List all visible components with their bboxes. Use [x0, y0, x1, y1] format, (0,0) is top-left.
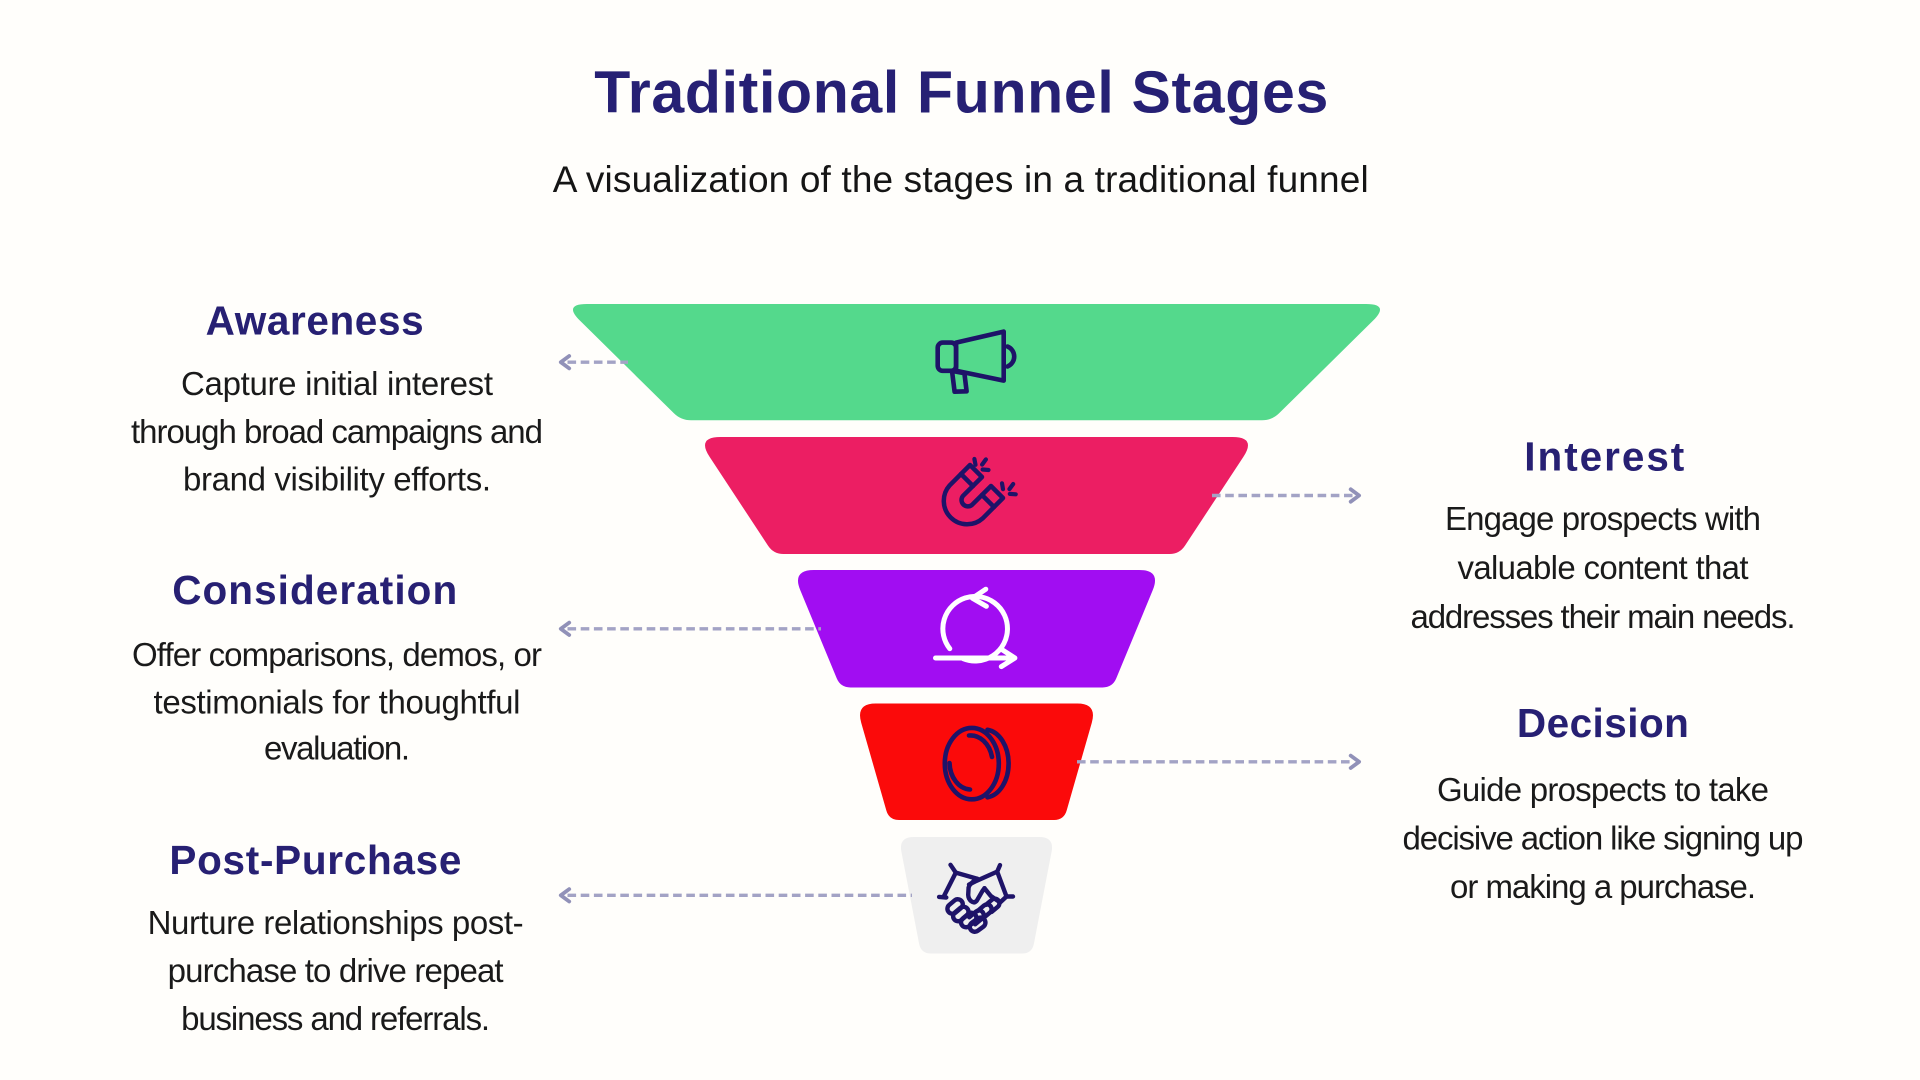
svg-text:brand visibility efforts.: brand visibility efforts. — [183, 461, 491, 498]
svg-text:Nurture relationships post-: Nurture relationships post- — [148, 904, 524, 941]
svg-text:Capture initial interest: Capture initial interest — [181, 365, 493, 402]
svg-text:Awareness: Awareness — [206, 298, 424, 344]
svg-text:decisive action like signing u: decisive action like signing up — [1403, 820, 1804, 857]
svg-text:Decision: Decision — [1517, 700, 1689, 746]
svg-text:addresses their main needs.: addresses their main needs. — [1411, 598, 1796, 635]
svg-text:Engage prospects with: Engage prospects with — [1445, 500, 1761, 537]
svg-text:or making a purchase.: or making a purchase. — [1450, 868, 1756, 905]
svg-text:valuable content that: valuable content that — [1458, 549, 1749, 586]
svg-text:business and referrals.: business and referrals. — [181, 1000, 490, 1037]
svg-text:Post-Purchase: Post-Purchase — [169, 837, 461, 883]
svg-text:Traditional Funnel Stages: Traditional Funnel Stages — [594, 60, 1328, 126]
svg-text:Interest: Interest — [1524, 434, 1684, 480]
svg-text:through broad campaigns and: through broad campaigns and — [131, 413, 543, 450]
svg-text:Offer comparisons, demos, or: Offer comparisons, demos, or — [132, 636, 542, 673]
svg-text:A visualization of the stages: A visualization of the stages in a tradi… — [553, 159, 1369, 200]
svg-text:Consideration: Consideration — [172, 567, 457, 613]
svg-text:evaluation.: evaluation. — [264, 730, 410, 767]
svg-text:testimonials for thoughtful: testimonials for thoughtful — [154, 684, 521, 721]
svg-text:purchase to drive repeat: purchase to drive repeat — [168, 952, 504, 989]
svg-text:Guide prospects to take: Guide prospects to take — [1437, 771, 1769, 808]
